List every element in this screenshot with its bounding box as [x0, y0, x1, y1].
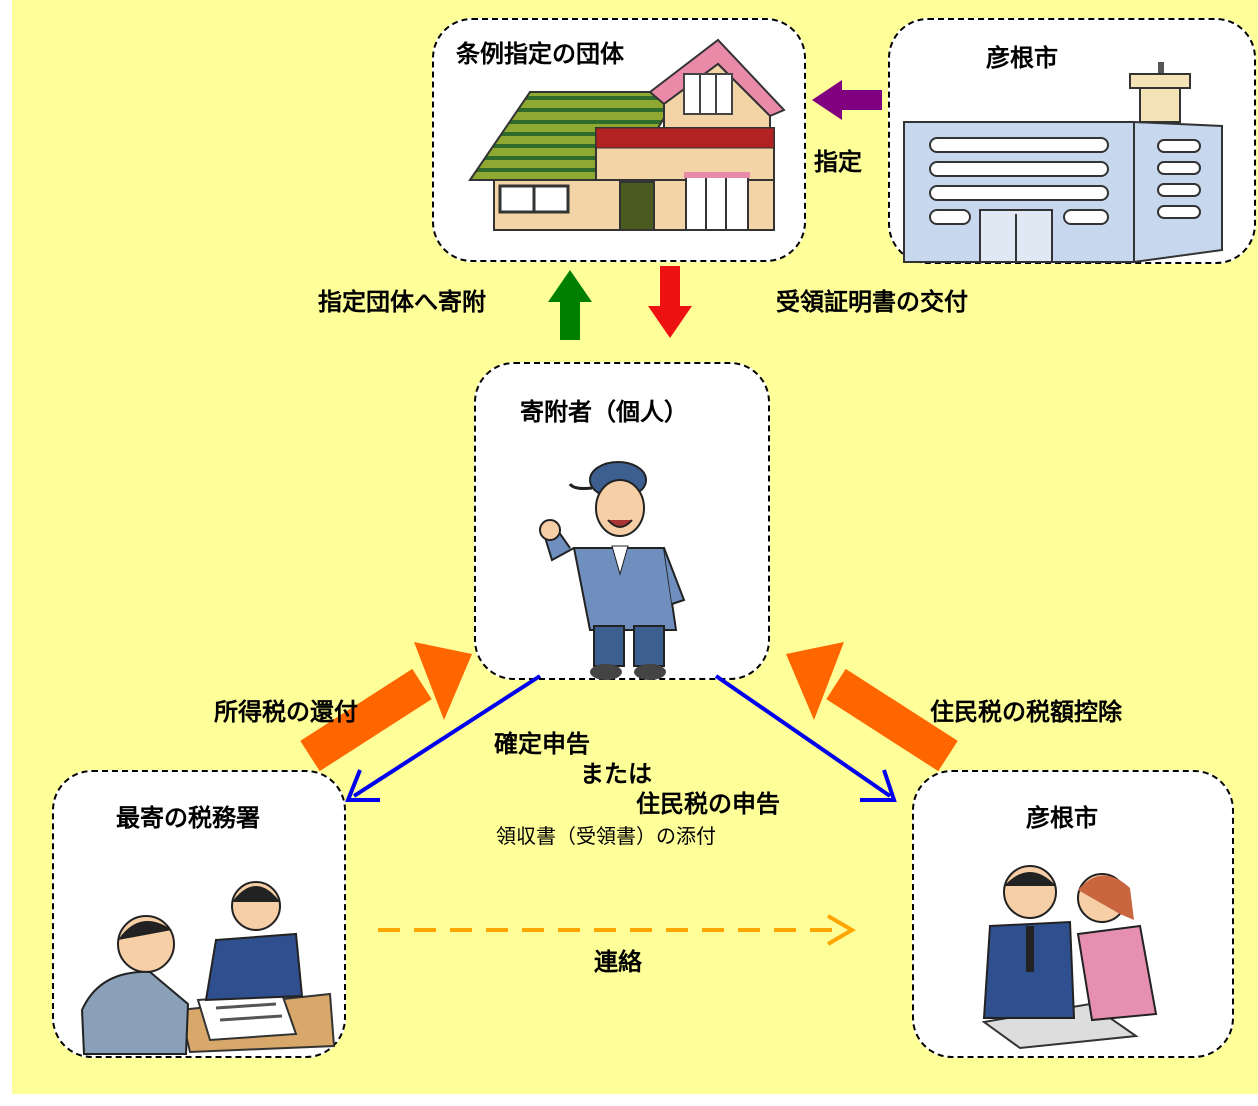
filing-arrow-left: [345, 674, 542, 802]
city-top-label: 彦根市: [986, 44, 1058, 72]
city-bottom-box: [912, 770, 1234, 1058]
city-hall-building-icon: [903, 62, 1223, 263]
donor-label: 寄附者（個人）: [520, 398, 688, 426]
filing-arrow-right: [714, 674, 897, 802]
designation-arrow: [812, 80, 882, 120]
worker-person-icon: [539, 461, 686, 680]
house-icon: [468, 38, 786, 231]
tax-office-label: 最寄の税務署: [116, 804, 260, 832]
receipt-label: 受領証明書の交付: [776, 288, 968, 316]
resident-tax-deduction-label: 住民税の税額控除: [930, 698, 1122, 726]
contact-arrow: [378, 914, 856, 946]
tax-consultation-icon: [80, 881, 336, 1055]
donate-label: 指定団体へ寄附: [318, 288, 486, 316]
organization-label: 条例指定の団体: [456, 40, 624, 68]
income-tax-refund-arrow: [300, 642, 472, 772]
income-tax-refund-label: 所得税の還付: [214, 698, 358, 726]
filing-label-line2: または: [580, 760, 652, 788]
filing-label-line3: 住民税の申告: [636, 790, 780, 818]
resident-tax-deduction-arrow: [786, 642, 958, 772]
donate-arrow: [548, 270, 592, 340]
filing-label-line1: 確定申告: [494, 730, 590, 758]
receipt-arrow: [648, 266, 692, 338]
city-bottom-label: 彦根市: [1026, 804, 1098, 832]
consultation-people-icon: [981, 865, 1158, 1050]
contact-label: 連絡: [594, 948, 642, 976]
designation-label: 指定: [814, 148, 862, 176]
filing-note: 領収書（受領書）の添付: [496, 824, 716, 848]
